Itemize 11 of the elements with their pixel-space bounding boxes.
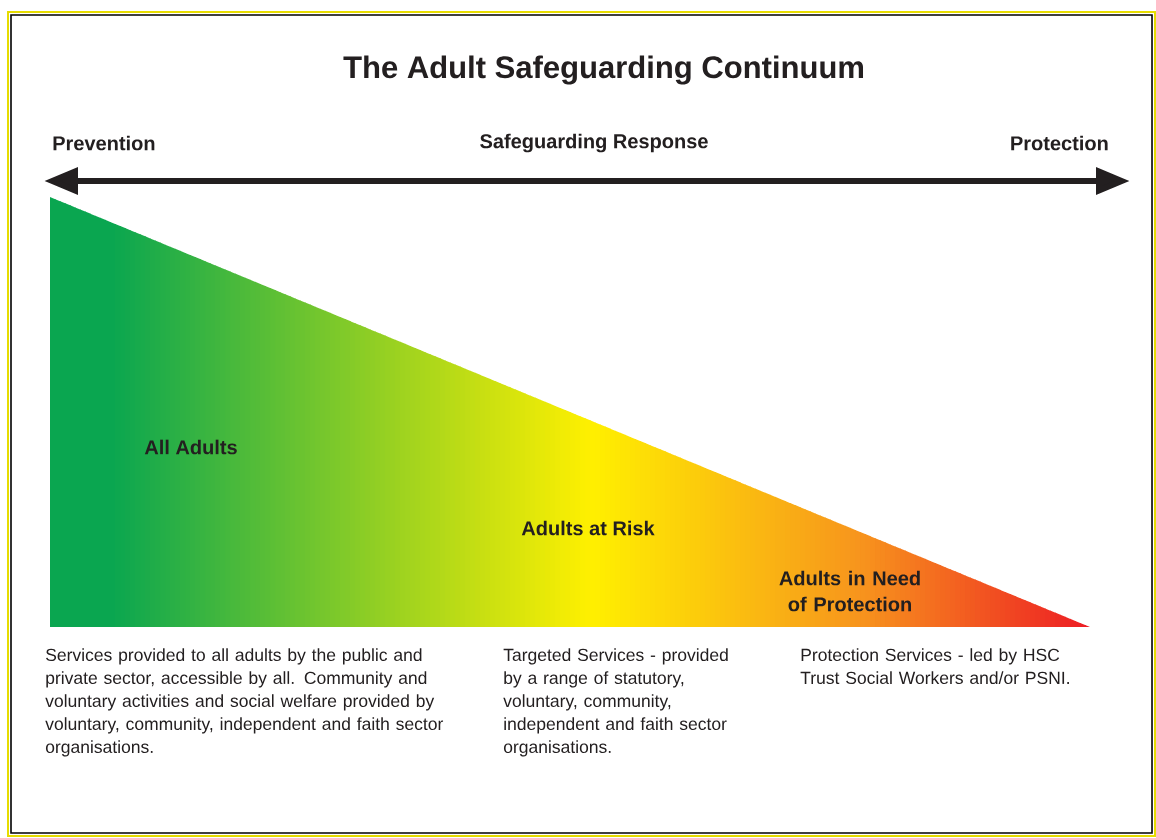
zone-label: All Adults: [144, 439, 237, 455]
scale-label: Safeguarding Response: [480, 133, 708, 153]
title: The Adult Safeguarding Continuum: [343, 55, 863, 85]
description-text: Protection Services - led by HSC Trust Social Workers and/or PSNI.: [800, 648, 1069, 685]
gradient-triangle: [50, 197, 1090, 627]
zone-label: Adults at Risk: [521, 520, 655, 536]
description-text: Services provided to all adults by the public and private sector, accessible by all. Community and voluntary activities and social welfare provided by voluntary, community, independent and faith sector organisations.: [45, 648, 444, 757]
description-text: Targeted Services - provided by a range of statutory, voluntary, community, independent and faith sector organisations.: [503, 648, 728, 757]
scale-label: Prevention: [53, 135, 155, 151]
scale-label: Protection: [1011, 135, 1108, 151]
zone-label: Adults in Need of Protection: [779, 570, 920, 612]
